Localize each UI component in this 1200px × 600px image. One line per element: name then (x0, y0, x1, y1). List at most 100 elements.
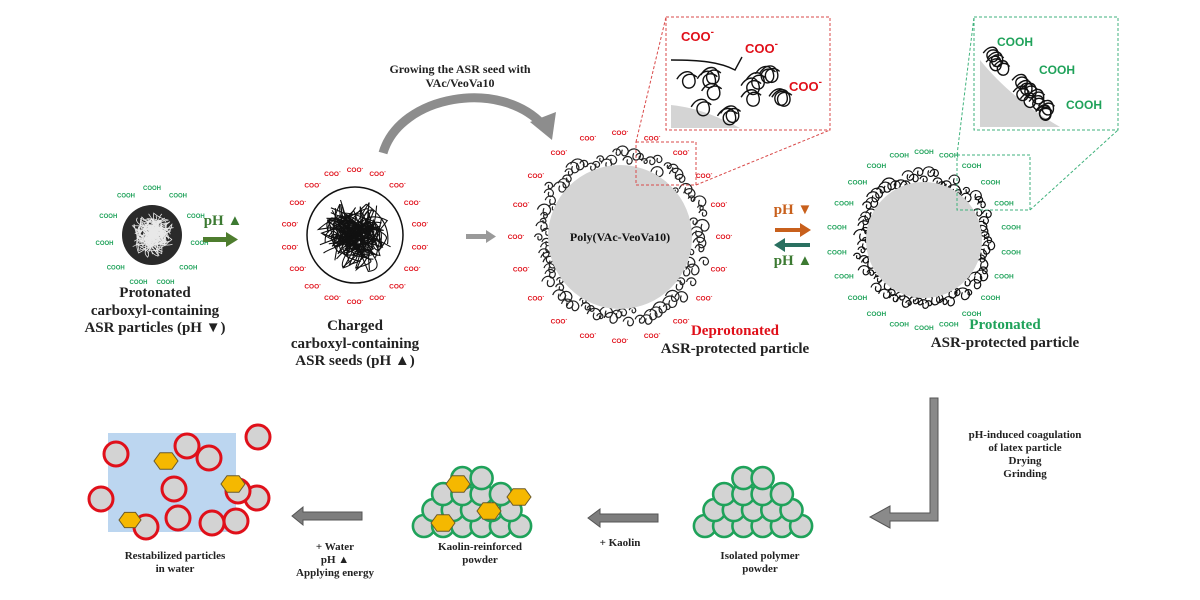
stage4-state: Protonated (969, 317, 1041, 333)
functional-group-label: COOH (187, 214, 205, 220)
powder-line1: Isolated polymer (720, 550, 800, 562)
stage1-line2: carboxyl-containing (90, 302, 220, 319)
kaolin-platelet (220, 475, 246, 493)
powder-caption: Isolated polymer powder (705, 550, 815, 576)
functional-group-label: COO- (711, 200, 728, 209)
polymer-particle (769, 481, 795, 507)
kaolin-platelet (445, 475, 471, 493)
stage2-line3: ASR seeds (pH ▲) (295, 353, 415, 370)
stage2-line1: Charged (327, 318, 383, 334)
functional-group-label: COO- (673, 148, 690, 157)
inset-cooh-label: COOH (1039, 63, 1075, 77)
restabilized-line1: Restabilized particles (124, 550, 226, 562)
isolated-powder-pile (692, 465, 814, 539)
stage3-particle (532, 145, 710, 327)
water-line1: + Water (315, 541, 355, 553)
stage1-line3: ASR particles (pH ▼) (84, 320, 226, 337)
functional-group-label: COO- (324, 293, 341, 302)
kaolin-platelet (476, 502, 502, 520)
stage4-cooh-groups: COOH COOH COOH COOH COOH COOH COOH COOH COOH COOH… (827, 149, 1021, 332)
functional-group-label: COO- (551, 148, 568, 157)
functional-group-label: COO- (580, 133, 597, 142)
coagulation-l-arrow (868, 397, 939, 529)
stage2-caption: Charged carboxyl-containing ASR seeds (p… (275, 318, 435, 371)
stage3-desc: ASR-protected particle (660, 340, 810, 357)
functional-group-label: COOH (914, 325, 934, 332)
functional-group-label: COO- (290, 198, 307, 207)
functional-group-label: COOH (962, 311, 982, 318)
water-arrow (291, 505, 363, 527)
stage4-particle (853, 166, 996, 309)
stage3-caption: Deprotonated ASR-protected particle (640, 323, 830, 358)
functional-group-label: COO- (551, 316, 568, 325)
functional-group-label: COO- (673, 316, 690, 325)
stage4-desc: ASR-protected particle (930, 334, 1080, 351)
stage2-line2: carboxyl-containing (290, 335, 420, 352)
functional-group-label: COO- (644, 331, 661, 340)
process-line3: Drying (1008, 454, 1042, 467)
polymer-particle (750, 465, 775, 491)
kaolin-platelet (430, 514, 456, 532)
functional-group-label: COOH (827, 225, 847, 232)
functional-group-label: COOH (848, 295, 868, 302)
restabilized-particle (222, 507, 250, 535)
kaolin-platelet (506, 488, 532, 506)
restabilized-particle (198, 509, 226, 537)
inset-coo-label: COO- (745, 39, 778, 56)
restabilized-particle (160, 475, 188, 503)
stage2-seed (306, 186, 404, 284)
stage1-particle (122, 205, 182, 265)
functional-group-label: COOH (169, 194, 187, 200)
stage1-caption: Protonated carboxyl-containing ASR parti… (75, 285, 235, 338)
functional-group-label: COO- (389, 282, 406, 291)
inset-coo-label: COO- (789, 77, 822, 94)
growth-line1: Growing the ASR seed with (389, 62, 531, 76)
inset-cooh-label: COOH (997, 35, 1033, 49)
functional-group-label: COO- (369, 169, 386, 178)
functional-group-label: COO- (644, 133, 661, 142)
kaolin-reinforced-pile (411, 465, 533, 539)
functional-group-label: COO- (290, 264, 307, 273)
water-line2: pH ▲ (320, 553, 350, 566)
functional-group-label: COOH (834, 274, 854, 281)
functional-group-label: COOH (889, 153, 909, 160)
ph-raise-label: pH ▲ (203, 213, 243, 229)
functional-group-label: COO- (513, 264, 530, 273)
stage1-line1: Protonated (119, 285, 191, 301)
polymer-particle (469, 465, 494, 491)
kaolin-step-label: + Kaolin (599, 537, 641, 549)
ph-raise-arrow (203, 232, 238, 247)
functional-group-label: COOH (143, 186, 161, 192)
functional-group-label: COO- (282, 220, 299, 229)
water-line3: Applying energy (296, 566, 374, 579)
reinforced-line1: Kaolin-reinforced (438, 541, 522, 553)
functional-group-label: COO- (580, 331, 597, 340)
functional-group-label: COOH (1001, 225, 1021, 232)
functional-group-label: COOH (1001, 250, 1021, 257)
growth-caption: Growing the ASR seed with VAc/VeoVa10 (360, 62, 560, 90)
stage2-coo-groups: COO-COO-COO-COO-COO-COO-COO-COO-COO-COO-… (282, 165, 429, 306)
functional-group-label: COOH (867, 311, 887, 318)
process-line2: of latex particle (988, 441, 1062, 454)
stage4-caption: Protonated ASR-protected particle (910, 317, 1100, 352)
functional-group-label: COOH (117, 194, 135, 200)
functional-group-label: COO- (389, 181, 406, 190)
inset-coo-label: COO- (681, 27, 714, 44)
functional-group-label: COOH (834, 201, 854, 208)
functional-group-label: COO- (347, 165, 364, 174)
functional-group-label: COO- (324, 169, 341, 178)
functional-group-label: COO- (508, 232, 525, 241)
restabilized-caption: Restabilized particles in water (95, 550, 255, 576)
growth-line2: VAc/VeoVa10 (425, 76, 495, 91)
functional-group-label: COO- (404, 264, 421, 273)
functional-group-label: COO- (282, 243, 299, 252)
stage1-cooh-groups: COOHCOOHCOOHCOOHCOOHCOOHCOOHCOOHCOOHCOOH… (96, 186, 209, 286)
functional-group-label: COO- (513, 200, 530, 209)
functional-group-label: COO- (716, 232, 733, 241)
functional-group-label: COOH (107, 265, 125, 271)
restabilized-particle (102, 440, 130, 468)
functional-group-label: COO- (304, 181, 321, 190)
functional-group-label: COOH (994, 274, 1014, 281)
